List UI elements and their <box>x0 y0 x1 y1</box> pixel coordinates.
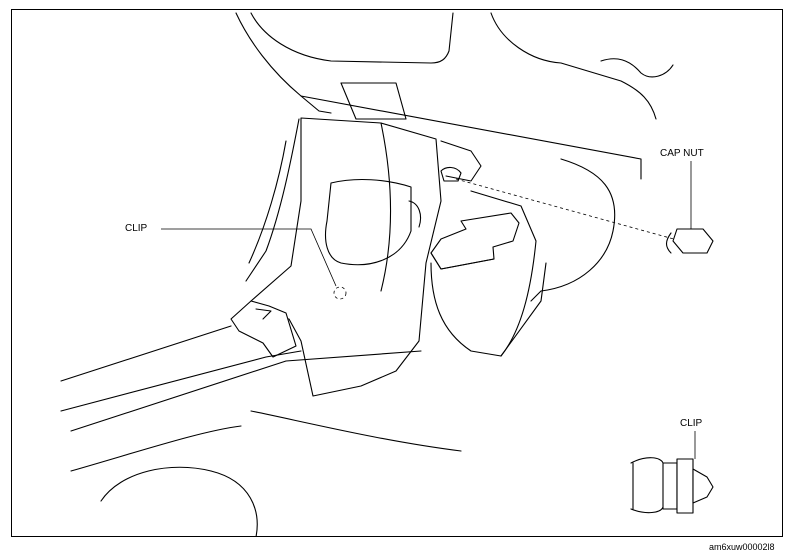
clip-hole-marker <box>333 286 347 300</box>
floor-line-3 <box>250 410 462 452</box>
stud <box>440 166 462 182</box>
dash-upper-outline <box>235 12 332 114</box>
floor-line-4 <box>210 470 258 536</box>
dash-upper-right <box>490 12 657 120</box>
side-trim-panel <box>250 117 442 397</box>
dash-vent <box>340 82 407 120</box>
diagram-frame <box>11 9 783 537</box>
dash-lower-right <box>530 158 616 302</box>
removal-arrow <box>430 212 520 270</box>
line-drawing <box>60 12 714 536</box>
cap-nut-guide <box>455 178 682 242</box>
clip-leader <box>161 228 337 287</box>
inset-clip-body <box>676 458 694 514</box>
pillar-left <box>245 118 300 282</box>
console-front <box>500 262 547 357</box>
pillar-inner <box>248 140 287 264</box>
inset-clip-tip <box>692 468 714 504</box>
cap-nut-flange <box>665 232 672 254</box>
cap-nut-label: CAP NUT <box>660 148 704 159</box>
clip-label: CLIP <box>125 223 148 234</box>
trim-knob <box>408 200 422 228</box>
kick-tab <box>230 300 297 358</box>
sill-line-1 <box>60 325 232 382</box>
clip-inset-label: CLIP <box>680 418 703 429</box>
removal-arrow-edge <box>430 252 495 270</box>
kick-slot <box>255 308 272 320</box>
sill-line-2 <box>60 350 302 412</box>
dash-panel-line <box>300 95 642 180</box>
console-outline <box>430 190 537 357</box>
inset-panel-top <box>630 457 664 464</box>
trim-edge <box>380 122 391 292</box>
figure-code: am6xuw00002l8 <box>709 542 775 552</box>
cap-nut-part <box>672 228 714 254</box>
floor-line-2 <box>100 466 212 502</box>
inset-panel-bottom <box>630 506 664 514</box>
floor-line-1 <box>70 425 242 472</box>
dash-bracket <box>440 140 482 182</box>
trim-recess <box>324 178 412 266</box>
dash-upper-squiggle <box>600 58 674 78</box>
inset-clip-head <box>662 462 678 510</box>
sill-line-3 <box>70 350 422 432</box>
dash-upper-curve <box>250 12 454 64</box>
